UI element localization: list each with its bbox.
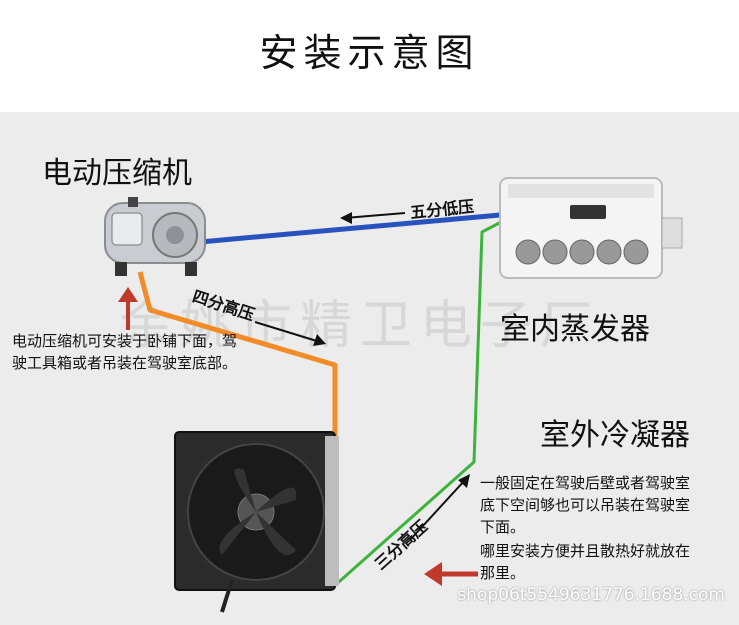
condenser-image xyxy=(174,431,339,613)
compressor-image xyxy=(104,197,206,276)
low-pressure-arrow xyxy=(340,212,406,224)
condenser-note-2: 哪里安装方便并且散热好就放在那里。 xyxy=(480,542,691,582)
condenser-note-1: 一般固定在驾驶后壁或者驾驶室底下空间够也可以吊装在驾驶室下面。 xyxy=(480,474,691,536)
evaporator-image xyxy=(499,177,683,279)
condenser-pipe xyxy=(331,218,506,590)
shop-url: shop06t5549631776.1688.com xyxy=(457,585,725,605)
compressor-red-arrow xyxy=(118,287,138,330)
low-pressure-pipe xyxy=(199,212,501,245)
condenser-pipe-arrow xyxy=(409,474,470,541)
compressor-note: 电动压缩机可安装于卧铺下面，驾驶工具箱或者吊装在驾驶室底部。 xyxy=(12,332,238,372)
evaporator-label: 室内蒸发器 xyxy=(500,312,650,347)
condenser-red-arrow xyxy=(424,562,478,586)
condenser-label: 室外冷凝器 xyxy=(540,418,690,453)
high-pressure-arrow xyxy=(254,321,326,346)
high-pressure-pipe xyxy=(137,271,338,448)
page-title: 安装示意图 xyxy=(259,31,480,75)
compressor-label: 电动压缩机 xyxy=(42,156,192,191)
